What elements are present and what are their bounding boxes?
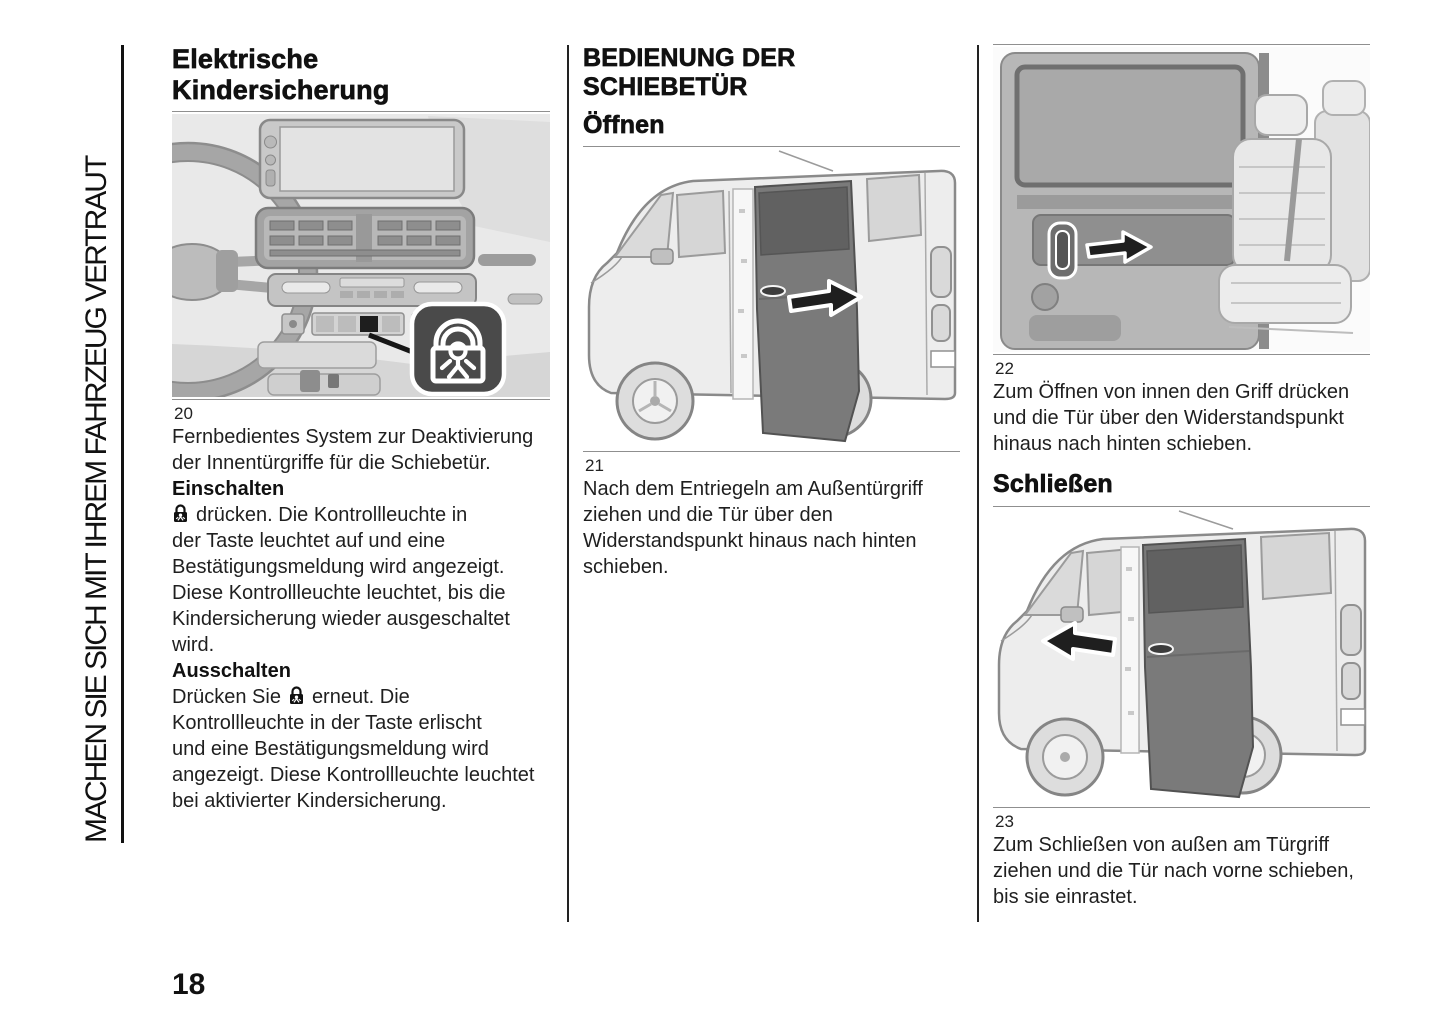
chapter-title-vertical: MACHEN SIE SICH MIT IHREM FAHRZEUG VERTR… bbox=[80, 156, 113, 843]
figure-dashboard: 20 bbox=[172, 111, 550, 424]
sidebar-rule bbox=[121, 45, 124, 843]
figure-door-close: 23 bbox=[993, 506, 1370, 832]
arrow-rearward-icon bbox=[1085, 230, 1153, 264]
page-number: 18 bbox=[172, 968, 206, 1001]
open-outside-text: Nach dem Entriegeln am Außentürgriff zie… bbox=[583, 478, 923, 578]
column-separator bbox=[567, 45, 569, 922]
intro-text: Fernbedientes System zur Deaktivierung d… bbox=[172, 426, 534, 474]
figure-label: 21 bbox=[585, 456, 604, 475]
door-handle bbox=[760, 285, 786, 297]
van-close-illustration bbox=[993, 506, 1370, 808]
dashboard-drawing bbox=[172, 114, 550, 397]
child-lock-icon bbox=[288, 685, 305, 706]
van-open-illustration bbox=[583, 146, 960, 452]
child-lock-callout-icon bbox=[409, 301, 507, 397]
section-electric-child-lock: Elektrische Kindersicherung bbox=[172, 44, 550, 814]
figure-label: 20 bbox=[174, 404, 193, 423]
subheading-einschalten: Einschalten bbox=[172, 478, 285, 500]
column-separator bbox=[977, 45, 979, 922]
interior-illustration bbox=[993, 44, 1370, 355]
switch-on-text: drücken. Die Kontrollleuchte in der Tast… bbox=[172, 503, 510, 656]
section-sliding-door-continued: 22 Zum Öffnen von innen den Griff drücke… bbox=[993, 44, 1370, 910]
door-handle bbox=[1148, 643, 1174, 655]
dashboard-illustration bbox=[172, 111, 550, 400]
section-title: Elektrische Kindersicherung bbox=[172, 44, 390, 106]
arrow-rearward-icon bbox=[787, 279, 863, 317]
van-door-close-drawing bbox=[993, 509, 1370, 805]
open-inside-text: Zum Öffnen von innen den Griff drücken u… bbox=[993, 381, 1350, 455]
section-title: BEDIENUNG DER SCHIEBETÜR bbox=[583, 44, 796, 102]
arrow-forward-icon bbox=[1041, 621, 1117, 661]
figure-label: 22 bbox=[995, 359, 1014, 378]
subheading-oeffnen: Öffnen bbox=[583, 111, 665, 139]
door-inside-drawing bbox=[993, 47, 1370, 352]
subheading-ausschalten: Ausschalten bbox=[172, 660, 291, 682]
figure-label: 23 bbox=[995, 812, 1014, 831]
van-door-open-drawing bbox=[583, 149, 960, 449]
close-text: Zum Schließen von außen am Türgriff zieh… bbox=[993, 834, 1354, 908]
figure-door-inside: 22 bbox=[993, 44, 1370, 379]
figure-door-open: 21 bbox=[583, 146, 960, 476]
subheading-schliessen: Schließen bbox=[993, 470, 1113, 498]
child-lock-icon bbox=[172, 503, 189, 524]
section-sliding-door: BEDIENUNG DER SCHIEBETÜR Öffnen bbox=[583, 44, 960, 580]
